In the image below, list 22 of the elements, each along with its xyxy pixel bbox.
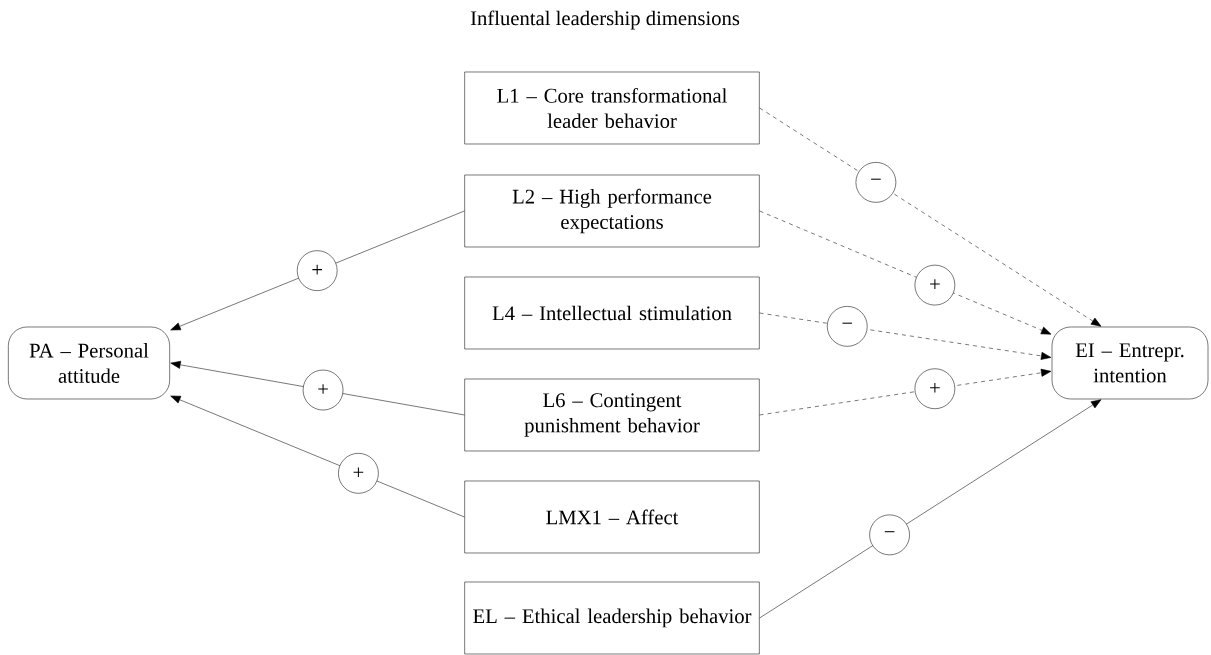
edge-label: − — [827, 306, 868, 347]
edge-label: + — [302, 369, 344, 411]
edge-label: − — [869, 514, 910, 556]
process-box: L1 – Core transformational leader behavior — [464, 71, 760, 145]
edge-label: + — [914, 264, 956, 306]
process-box: EL – Ethical leadership behavior — [464, 581, 760, 655]
arrow — [759, 107, 1102, 327]
process-box: LMX1 – Affect — [464, 480, 760, 554]
edge-label: + — [296, 250, 338, 291]
edge-label: + — [914, 368, 956, 409]
process-box: L4 – Intellectual stimulation — [464, 276, 760, 350]
arrow — [759, 210, 1052, 335]
rounded-box: EI – Entrepr. intention — [1051, 326, 1209, 400]
arrow — [759, 399, 1102, 619]
arrow — [759, 368, 1052, 416]
edge-label: − — [855, 162, 897, 203]
process-box: L2 – High performance expectations — [464, 174, 760, 248]
title: Influental leadership dimensions — [470, 10, 740, 30]
process-box: L6 – Contingent punishment behavior — [464, 378, 760, 452]
rounded-box: PA – Personal attitude — [8, 326, 170, 400]
edge-label: + — [338, 453, 379, 494]
arrow — [759, 312, 1052, 360]
